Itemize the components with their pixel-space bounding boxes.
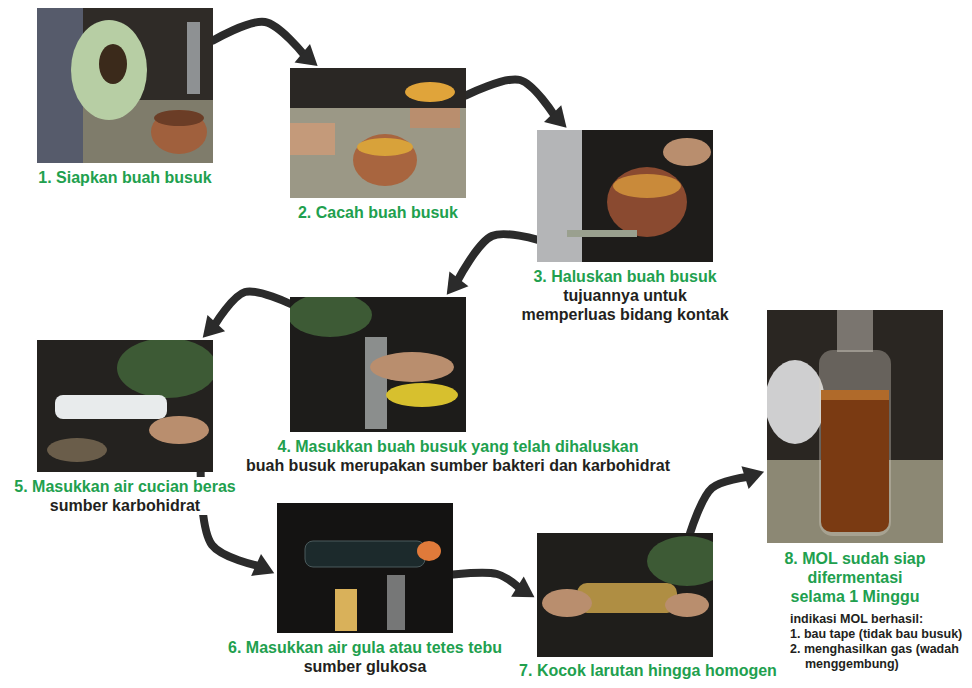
photo-detail <box>151 110 207 154</box>
photo-detail <box>37 8 213 163</box>
photo-detail <box>99 44 127 84</box>
step-title: 4. Masukkan buah busuk yang telah dihalu… <box>238 437 678 456</box>
step-photo <box>290 68 466 198</box>
arrow-shaft <box>466 79 554 115</box>
step-title: 3. Haluskan buah busuk <box>523 267 728 286</box>
step-note: 2. menghasilkan gas (wadah menggembung) <box>790 642 968 672</box>
step-caption: 5. Masukkan air cucian berassumber karbo… <box>37 477 213 515</box>
step-note: buah busuk merupakan sumber bakteri dan … <box>238 456 678 475</box>
arrow-shaft <box>213 22 304 55</box>
step-photo <box>537 533 713 657</box>
step-photo-box: 2. Cacah buah busuk <box>290 68 466 198</box>
step-photo-box: 4. Masukkan buah busuk yang telah dihalu… <box>290 297 466 432</box>
arrow-shaft <box>215 291 290 324</box>
photo-detail <box>767 360 825 444</box>
curved-arrow <box>453 573 534 597</box>
step-title: 1. Siapkan buah busuk <box>25 168 225 187</box>
step-note: sumber karbohidrat <box>9 496 241 515</box>
step-photo <box>37 8 213 163</box>
photo-detail <box>357 138 413 156</box>
photo-detail <box>365 337 387 429</box>
curved-arrow <box>213 22 318 66</box>
photo-detail <box>290 68 466 198</box>
step-note: sumber glukosa <box>215 657 515 676</box>
step-caption: 8. MOL sudah siap difermentasi selama 1 … <box>767 549 943 672</box>
photo-detail <box>613 174 681 198</box>
step-title: 5. Masukkan air cucian beras <box>9 477 241 496</box>
photo-detail <box>577 583 677 613</box>
arrow-shaft <box>690 477 747 533</box>
photo-detail <box>410 108 460 128</box>
step-photo <box>290 297 466 432</box>
photo-detail <box>819 350 891 536</box>
photo-detail <box>290 123 335 155</box>
arrow-head <box>203 315 225 338</box>
curved-arrow <box>690 466 764 533</box>
photo-detail <box>537 130 713 262</box>
step-caption: 7. Kocok larutan hingga homogen <box>537 661 713 680</box>
photo-detail <box>187 22 200 94</box>
photo-detail <box>542 589 592 617</box>
arrow-head <box>447 271 469 294</box>
photo-detail <box>607 167 687 237</box>
step-caption: 3. Haluskan buah busuktujuannya untuk me… <box>537 267 713 324</box>
photo-detail <box>154 110 204 126</box>
step-photo <box>277 503 453 633</box>
step-title: 2. Cacah buah busuk <box>278 203 478 222</box>
photo-detail <box>277 503 453 633</box>
step-photo <box>37 340 213 472</box>
photo-detail <box>370 352 454 382</box>
photo-detail <box>149 416 209 444</box>
photo-detail <box>335 589 357 631</box>
step-photo-box: 1. Siapkan buah busuk <box>37 8 213 163</box>
step-photo <box>537 130 713 262</box>
step-note: tujuannya untuk memperluas bidang kontak <box>518 286 733 324</box>
step-photo-box: 8. MOL sudah siap difermentasi selama 1 … <box>767 310 943 543</box>
photo-detail <box>47 438 107 462</box>
arrow-head <box>251 554 274 576</box>
step-note: 1. bau tape (tidak bau busuk) <box>790 627 968 642</box>
step-title: 8. MOL sudah siap difermentasi selama 1 … <box>780 549 930 606</box>
step-photo-box: 5. Masukkan air cucian berassumber karbo… <box>37 340 213 472</box>
photo-detail <box>663 138 711 166</box>
curved-arrow <box>203 291 290 337</box>
photo-detail <box>387 575 405 630</box>
curved-arrow <box>466 79 567 127</box>
photo-detail <box>71 20 147 120</box>
photo-detail <box>353 134 417 186</box>
photo-detail <box>117 340 213 398</box>
photo-detail <box>290 297 372 337</box>
step-caption: 1. Siapkan buah busuk <box>37 168 213 187</box>
photo-detail <box>290 108 466 198</box>
step-caption: 6. Masukkan air gula atau tetes tebusumb… <box>277 638 453 676</box>
photo-detail <box>386 383 458 407</box>
step-note: indikasi MOL berhasil: <box>790 612 968 627</box>
step-photo-box: 7. Kocok larutan hingga homogen <box>537 533 713 657</box>
photo-detail <box>647 536 713 586</box>
arrow-shaft <box>453 573 519 588</box>
arrow-head <box>295 44 318 66</box>
step-photo-box: 3. Haluskan buah busuktujuannya untuk me… <box>537 130 713 262</box>
photo-detail <box>821 390 889 400</box>
step-caption: 2. Cacah buah busuk <box>290 203 466 222</box>
step-caption: 4. Masukkan buah busuk yang telah dihalu… <box>290 437 466 475</box>
arrow-head <box>511 576 534 597</box>
step-photo <box>767 310 943 543</box>
photo-detail <box>405 82 455 102</box>
arrow-head <box>544 105 567 128</box>
photo-detail <box>305 541 425 567</box>
photo-detail <box>55 395 167 419</box>
photo-detail <box>821 390 889 532</box>
step-title: 7. Kocok larutan hingga homogen <box>513 661 783 680</box>
photo-detail <box>837 310 873 352</box>
photo-detail <box>665 593 709 617</box>
step-photo-box: 6. Masukkan air gula atau tetes tebusumb… <box>277 503 453 633</box>
photo-detail <box>567 230 637 237</box>
arrow-head <box>741 466 764 489</box>
photo-detail <box>537 130 582 262</box>
photo-detail <box>417 541 441 561</box>
step-title: 6. Masukkan air gula atau tetes tebu <box>215 638 515 657</box>
